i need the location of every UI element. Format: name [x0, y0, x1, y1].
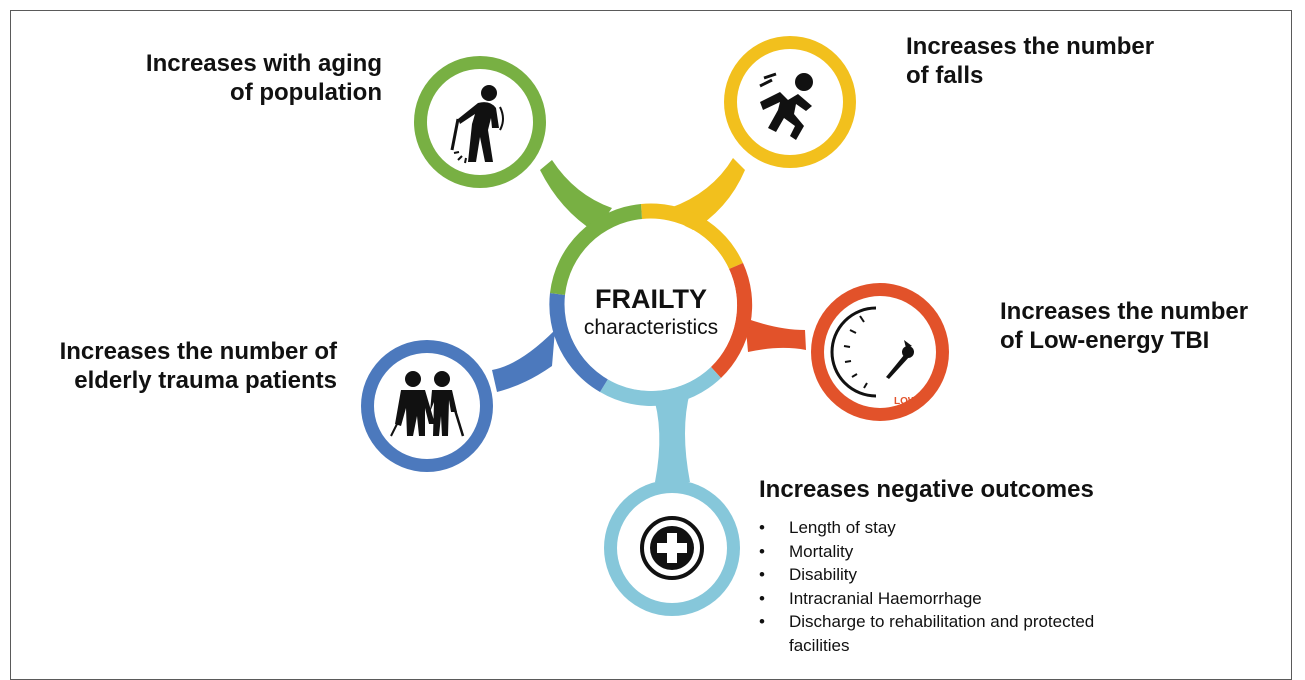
node-falls	[724, 36, 856, 168]
node-trauma	[361, 340, 493, 472]
node-outcomes	[604, 480, 740, 616]
node-tbi: LOW	[811, 283, 949, 421]
gauge-low-label: LOW	[894, 396, 918, 407]
elderly-couple-icon	[390, 371, 465, 437]
hub-segment-falls	[641, 203, 743, 269]
connector-tbi	[745, 318, 806, 352]
label-aging: Increases with aging of population	[120, 49, 382, 107]
center-title: FRAILTY	[595, 284, 707, 314]
hub-segment-tbi	[711, 263, 753, 378]
outcomes-list: Length of stay Mortality Disability Intr…	[757, 516, 1094, 657]
label-tbi: Increases the number of Low-energy TBI	[1000, 297, 1248, 355]
label-falls-line2: of falls	[906, 62, 984, 89]
center-subtitle: characteristics	[584, 316, 718, 339]
medical-cross-icon	[640, 516, 704, 580]
elderly-cane-icon	[450, 85, 504, 164]
list-item: Discharge to rehabilitation and protecte…	[757, 610, 1094, 634]
list-item: Mortality	[757, 540, 1094, 564]
label-tbi-line1: Increases the number	[1000, 298, 1249, 325]
label-trauma-line1: Increases the number of	[59, 338, 337, 365]
label-falls-line1: Increases the number	[906, 33, 1155, 60]
list-item: Disability	[757, 563, 1094, 587]
low-gauge-icon: LOW	[830, 306, 918, 407]
hub-segment-trauma	[549, 293, 608, 392]
label-trauma: Increases the number of elderly trauma p…	[30, 337, 337, 395]
center-hub: FRAILTY characteristics	[549, 203, 753, 406]
connector-outcomes	[652, 392, 690, 482]
label-aging-line1: Increases with aging	[145, 50, 382, 77]
label-trauma-line2: elderly trauma patients	[74, 367, 337, 394]
falling-person-icon	[759, 72, 813, 140]
connector-aging	[540, 160, 612, 232]
hub-segment-aging	[550, 204, 642, 295]
node-aging	[414, 56, 546, 188]
list-item: facilities	[789, 635, 850, 655]
label-outcomes-heading: Increases negative outcomes	[759, 476, 1094, 503]
label-falls: Increases the number of falls	[906, 32, 1154, 90]
hub-segment-outcomes	[600, 367, 721, 406]
label-aging-line2: of population	[230, 79, 382, 106]
list-item: Intracranial Haemorrhage	[757, 587, 1094, 611]
label-tbi-line2: of Low-energy TBI	[1000, 327, 1210, 354]
connector-trauma	[492, 330, 555, 392]
list-item: Length of stay	[757, 516, 1094, 540]
